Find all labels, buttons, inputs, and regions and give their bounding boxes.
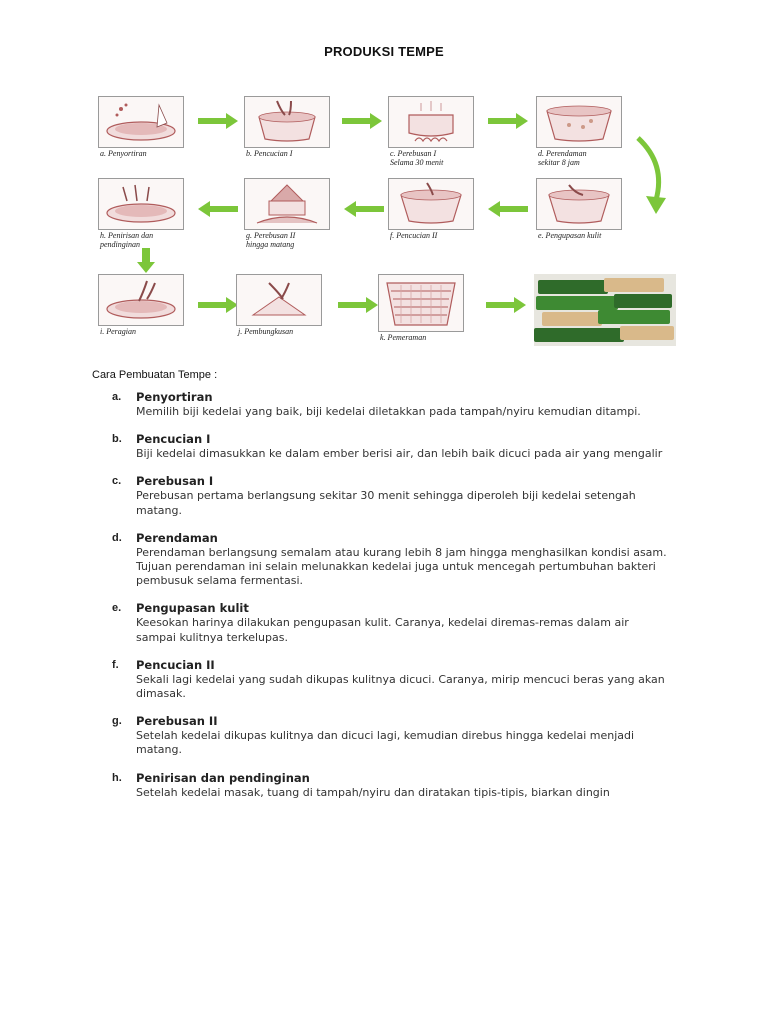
fermenting-illustration <box>98 274 184 326</box>
list-item: f. Pencucian II Sekali lagi kedelai yang… <box>112 658 672 701</box>
incubation-rack-illustration <box>378 274 464 332</box>
tempe-photo <box>534 274 676 346</box>
list-item: g. Perebusan II Setelah kedelai dikupas … <box>112 714 672 757</box>
curved-arrow-icon <box>636 136 666 214</box>
step-h-caption: h. Penirisan dan pendinginan <box>100 231 154 249</box>
arrow-left-icon <box>488 201 528 217</box>
arrow-right-icon <box>488 113 528 129</box>
item-letter: c. <box>112 475 122 488</box>
item-description: Keesokan harinya dilakukan pengupasan ku… <box>136 616 629 644</box>
step-j-figure: j. Pembungkusan <box>236 274 322 336</box>
page-title: PRODUKSI TEMPE <box>324 44 444 59</box>
step-list: a. Penyortiran Memilih biji kedelai yang… <box>112 390 672 813</box>
arrow-right-icon <box>198 297 238 313</box>
item-heading: Penirisan dan pendinginan <box>136 770 310 785</box>
step-k-figure: k. Pemeraman <box>378 274 464 342</box>
step-a-caption: a. Penyortiran <box>100 149 147 158</box>
step-i-figure: i. Peragian <box>98 274 184 336</box>
step-b-caption: b. Pencucian I <box>246 149 293 158</box>
item-heading: Perebusan II <box>136 714 218 729</box>
list-item: c. Perebusan I Perebusan pertama berlang… <box>112 474 672 517</box>
peeling-illustration <box>536 178 622 230</box>
item-letter: h. <box>112 771 122 784</box>
item-letter: f. <box>112 658 119 671</box>
step-j-caption: j. Pembungkusan <box>238 327 294 336</box>
step-i-caption: i. Peragian <box>100 327 136 336</box>
item-description: Setelah kedelai dikupas kulitnya dan dic… <box>136 729 635 757</box>
list-item: e. Pengupasan kulit Keesokan harinya dil… <box>112 601 672 644</box>
item-letter: g. <box>112 715 122 728</box>
step-d-figure: d. Perendaman sekitar 8 jam <box>536 96 622 167</box>
list-item: b. Pencucian I Biji kedelai dimasukkan k… <box>112 432 672 461</box>
item-description: Biji kedelai dimasukkan ke dalam ember b… <box>136 447 663 461</box>
arrow-right-icon <box>338 297 378 313</box>
list-item: h. Penirisan dan pendinginan Setelah ked… <box>112 771 672 800</box>
step-e-caption: e. Pengupasan kulit <box>538 231 602 240</box>
step-f-figure: f. Pencucian II <box>388 178 474 240</box>
arrow-right-icon <box>342 113 382 129</box>
item-heading: Perebusan I <box>136 474 214 489</box>
steaming-illustration <box>244 178 330 230</box>
step-f-caption: f. Pencucian II <box>390 231 438 240</box>
boiling-illustration <box>388 96 474 148</box>
wrapping-illustration <box>236 274 322 326</box>
arrow-down-icon <box>137 248 155 273</box>
list-item: d. Perendaman Perendaman berlangsung sem… <box>112 531 672 589</box>
washing-illustration <box>244 96 330 148</box>
section-intro: Cara Pembuatan Tempe : <box>92 369 218 381</box>
item-description: Memilih biji kedelai yang baik, biji ked… <box>136 405 641 418</box>
item-description: Perendaman berlangsung semalam atau kura… <box>136 545 667 588</box>
step-c-caption: c. Perebusan I Selama 30 menit <box>390 149 444 167</box>
step-e-figure: e. Pengupasan kulit <box>536 178 622 240</box>
item-description: Perebusan pertama berlangsung sekitar 30… <box>136 489 636 517</box>
step-a-figure: a. Penyortiran <box>98 96 184 158</box>
step-d-caption: d. Perendaman sekitar 8 jam <box>538 149 587 167</box>
item-heading: Pencucian II <box>136 657 215 672</box>
draining-illustration <box>98 178 184 230</box>
step-h-figure: h. Penirisan dan pendinginan <box>98 178 184 249</box>
step-g-figure: g. Perebusan II hingga matang <box>244 178 330 249</box>
arrow-left-icon <box>344 201 384 217</box>
step-k-caption: k. Pemeraman <box>380 333 427 342</box>
item-description: Sekali lagi kedelai yang sudah dikupas k… <box>136 672 665 701</box>
item-letter: b. <box>112 433 122 446</box>
list-item: a. Penyortiran Memilih biji kedelai yang… <box>112 390 672 419</box>
item-letter: a. <box>112 391 122 403</box>
arrow-left-icon <box>198 201 238 217</box>
arrow-right-icon <box>486 297 526 313</box>
sorting-illustration <box>98 96 184 148</box>
process-diagram: a. Penyortiran b. Pencucian I c. Perebus… <box>92 90 676 348</box>
item-description: Setelah kedelai masak, tuang di tampah/n… <box>136 785 610 799</box>
step-b-figure: b. Pencucian I <box>244 96 330 158</box>
item-letter: d. <box>112 531 122 544</box>
item-heading: Pencucian I <box>136 432 211 447</box>
step-c-figure: c. Perebusan I Selama 30 menit <box>388 96 474 167</box>
item-heading: Pengupasan kulit <box>136 601 249 616</box>
arrow-right-icon <box>198 113 238 129</box>
item-letter: e. <box>112 602 122 615</box>
step-g-caption: g. Perebusan II hingga matang <box>246 231 296 249</box>
soaking-illustration <box>536 96 622 148</box>
washing-ii-illustration <box>388 178 474 230</box>
item-heading: Penyortiran <box>136 390 213 404</box>
item-heading: Perendaman <box>136 530 218 545</box>
